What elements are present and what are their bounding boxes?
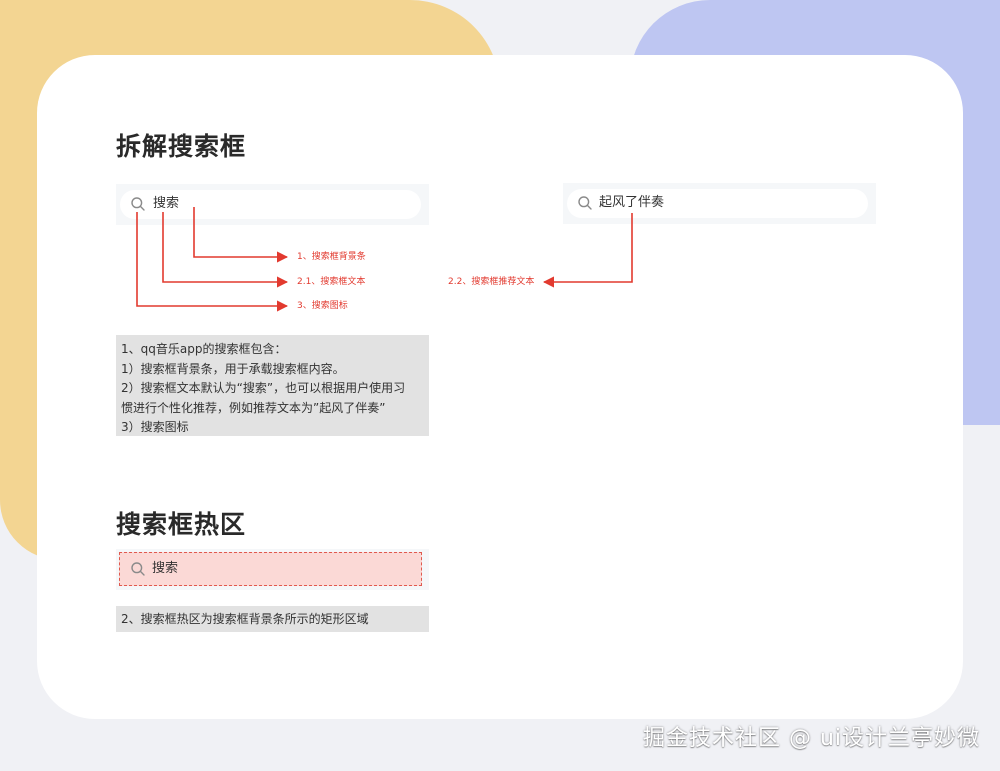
search-box-recommend: 起风了伴奏 (563, 183, 876, 224)
annotation-background-bar: 1、搜索框背景条 (297, 252, 366, 262)
annotation-search-icon: 3、搜索图标 (297, 301, 348, 311)
search-text: 搜索 (152, 561, 179, 576)
note-line: 1、qq音乐app的搜索框包含： (121, 342, 287, 356)
search-recommend-text: 起风了伴奏 (599, 195, 665, 210)
watermark: 掘金技术社区 @ ui设计兰亭妙微 (642, 726, 980, 751)
note-line: 3）搜索图标 (121, 420, 189, 434)
note-line: 惯进行个性化推荐，例如推荐文本为”起风了伴奏” (121, 400, 386, 415)
search-box-default: 搜索 (116, 184, 429, 225)
note-line: 2）搜索框文本默认为“搜索”，也可以根据用户使用习 (121, 381, 406, 395)
search-background-bar[interactable]: 搜索 (120, 190, 421, 219)
section-title-dissect-search: 拆解搜索框 (116, 132, 247, 161)
note-box-hot-zone: 2、搜索框热区为搜索框背景条所示的矩形区域 (116, 606, 429, 632)
search-icon (131, 197, 145, 211)
search-icon (578, 196, 592, 210)
search-background-bar-recommend[interactable]: 起风了伴奏 (567, 189, 868, 218)
annotation-recommend-text: 2.2、搜索框推荐文本 (448, 277, 535, 287)
note-line: 1）搜索框背景条，用于承载搜索框内容。 (121, 361, 345, 376)
note-line: 2、搜索框热区为搜索框背景条所示的矩形区域 (121, 612, 369, 626)
search-icon (131, 562, 145, 576)
note-box-dissect: 1、qq音乐app的搜索框包含： 1）搜索框背景条，用于承载搜索框内容。 2）搜… (116, 335, 429, 436)
section-title-hot-zone: 搜索框热区 (116, 510, 247, 539)
search-hot-zone[interactable]: 搜索 (119, 552, 422, 586)
annotation-search-text: 2.1、搜索框文本 (297, 277, 366, 287)
search-text: 搜索 (153, 196, 180, 211)
